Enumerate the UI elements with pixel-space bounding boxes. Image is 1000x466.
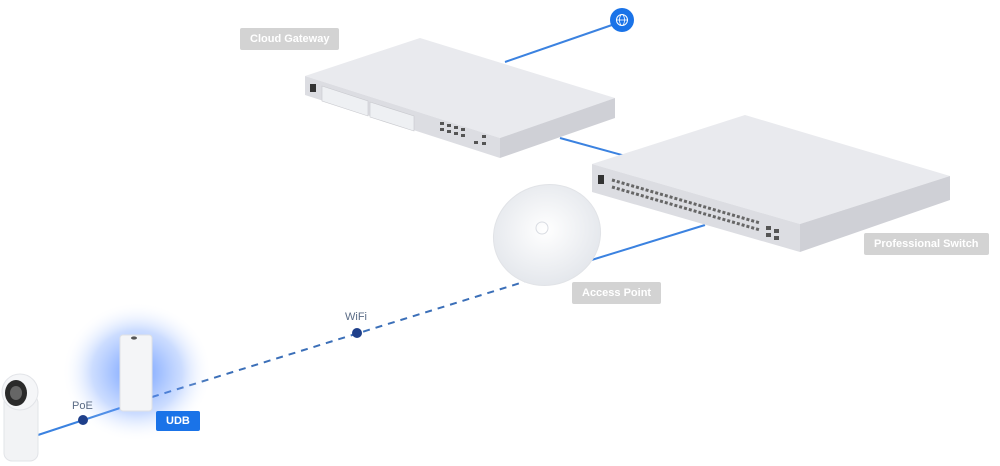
udb-device	[62, 302, 212, 442]
access-point-label: Access Point	[572, 282, 662, 304]
udb-badge: UDB	[156, 411, 200, 431]
wifi-link-dot	[352, 328, 362, 338]
wifi-link	[151, 279, 531, 398]
professional-switch-label: Professional Switch	[864, 233, 989, 255]
wifi-link-label: WiFi	[345, 311, 367, 323]
poe-link-dot	[78, 415, 88, 425]
globe-icon	[610, 8, 634, 32]
camera-device	[1, 373, 39, 462]
professional-switch-device	[592, 115, 950, 252]
cloud-gateway-label: Cloud Gateway	[240, 28, 340, 50]
access-point-device	[492, 184, 602, 286]
cloud-gateway-device	[305, 38, 615, 158]
ap-switch-link	[584, 224, 706, 263]
internet-link	[504, 24, 613, 63]
poe-link-label: PoE	[72, 400, 93, 412]
